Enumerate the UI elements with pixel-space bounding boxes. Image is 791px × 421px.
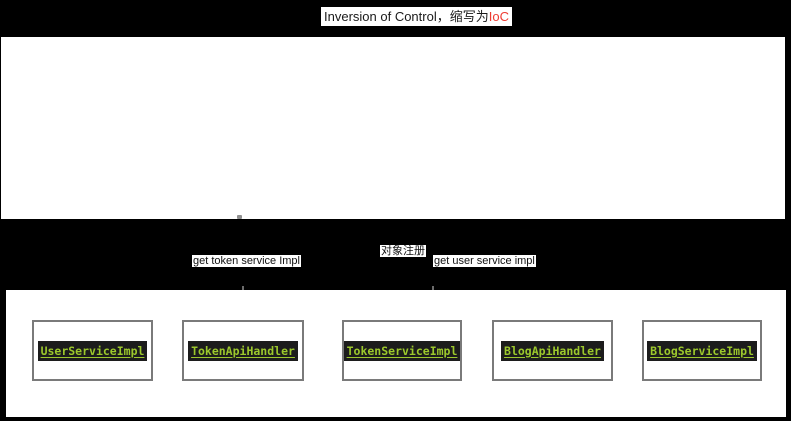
title-highlight: IoC (488, 9, 509, 24)
blank-image-area (1, 37, 785, 219)
title-text: Inversion of Control，缩写为 (324, 9, 489, 24)
diagram-panel: UserServiceImpl TokenApiHandler TokenSer… (6, 290, 786, 417)
impl-box-label: TokenApiHandler (188, 340, 298, 361)
impl-box-label: BlogServiceImpl (647, 340, 757, 361)
artifact-dot (237, 215, 242, 219)
impl-box-label: BlogApiHandler (501, 340, 604, 361)
impl-box-blog-service: BlogServiceImpl (642, 320, 762, 381)
impl-box-blog-api-handler: BlogApiHandler (492, 320, 613, 381)
page-title: Inversion of Control，缩写为IoC (321, 7, 512, 26)
impl-box-label: UserServiceImpl (37, 340, 148, 361)
label-get-user-service: get user service impl (433, 255, 536, 267)
impl-box-token-api-handler: TokenApiHandler (182, 320, 304, 381)
impl-box-user-service: UserServiceImpl (32, 320, 153, 381)
label-get-token-service: get token service Impl (192, 255, 301, 267)
impl-box-token-service: TokenServiceImpl (342, 320, 462, 381)
impl-box-label: TokenServiceImpl (343, 340, 461, 361)
label-object-registry: 对象注册 (380, 245, 426, 257)
